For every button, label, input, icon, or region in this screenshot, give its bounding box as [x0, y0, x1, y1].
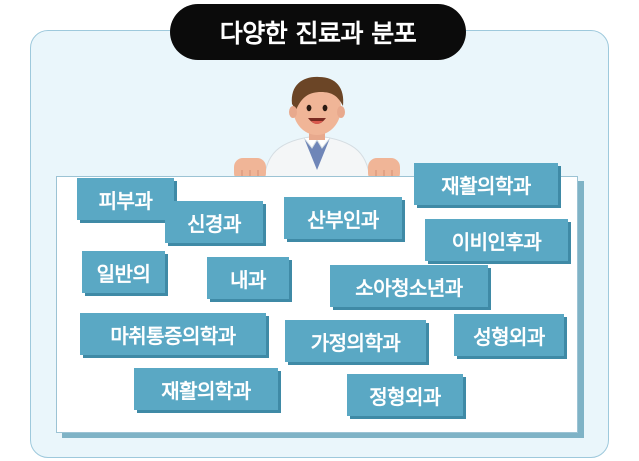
department-tag: 이비인후과	[425, 219, 568, 261]
doctor-illustration	[234, 76, 400, 186]
department-tag: 일반의	[82, 251, 165, 293]
department-tag: 마취통증의학과	[80, 313, 266, 355]
department-tag: 피부과	[77, 178, 174, 220]
department-tag: 가정의학과	[285, 320, 426, 362]
department-tag: 소아청소년과	[330, 265, 488, 307]
department-tag: 내과	[207, 257, 289, 299]
department-tag: 신경과	[165, 201, 263, 243]
department-tag: 산부인과	[284, 197, 402, 239]
department-tag: 재활의학과	[134, 368, 278, 410]
department-tag: 정형외과	[347, 374, 463, 416]
department-tag: 성형외과	[454, 314, 564, 356]
department-tag: 재활의학과	[414, 163, 558, 205]
page-title: 다양한 진료과 분포	[170, 4, 466, 60]
